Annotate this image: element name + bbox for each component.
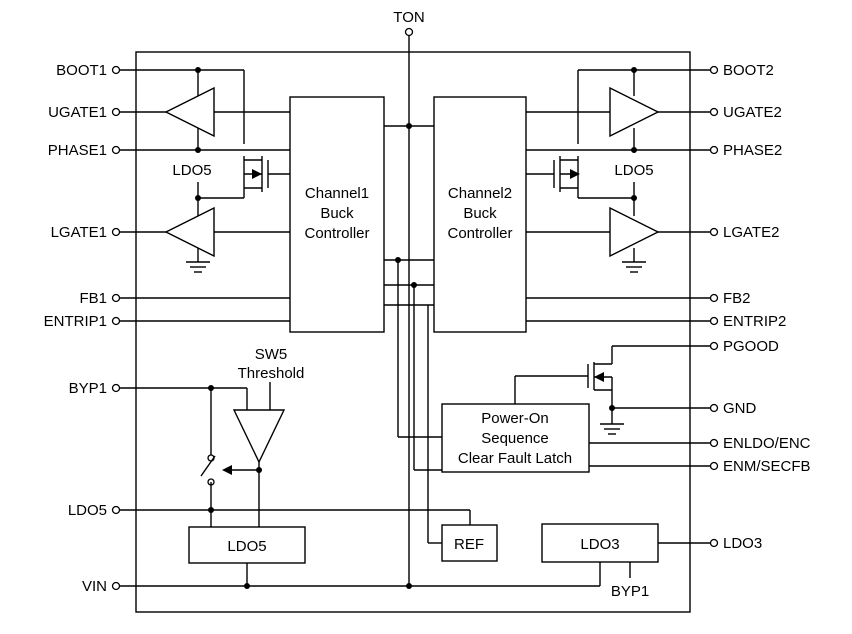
pin-boot1-label: BOOT1 bbox=[56, 62, 107, 79]
byp1-bottom-label: BYP1 bbox=[611, 583, 649, 600]
pin-fb1: FB1 bbox=[79, 290, 290, 307]
pin-ton: TON bbox=[393, 9, 425, 52]
pin-pgood-label: PGOOD bbox=[723, 338, 779, 355]
pin-fb2: FB2 bbox=[526, 290, 751, 307]
channel1-line2: Buck bbox=[320, 205, 354, 222]
ground-icon-left bbox=[186, 261, 210, 273]
pin-ldo5-label: LDO5 bbox=[68, 502, 107, 519]
channel2-controller: Channel2 Buck Controller bbox=[433, 96, 527, 333]
pin-ldo3: LDO3 bbox=[658, 535, 762, 552]
pin-phase2: PHASE2 bbox=[526, 142, 782, 159]
pin-phase1: PHASE1 bbox=[48, 142, 290, 159]
ugate1-driver bbox=[164, 67, 290, 153]
pin-enldo-label: ENLDO/ENC bbox=[723, 435, 811, 452]
por-line1: Power-On bbox=[481, 410, 549, 427]
pin-byp1: BYP1 bbox=[69, 380, 211, 397]
pin-vin-label: VIN bbox=[82, 578, 107, 595]
lgate1-driver bbox=[164, 198, 290, 262]
pin-ugate2-label: UGATE2 bbox=[723, 104, 782, 121]
ref-label: REF bbox=[454, 536, 484, 553]
boot2-switch bbox=[526, 70, 580, 198]
pin-boot2: BOOT2 bbox=[578, 62, 774, 79]
ground-icon-pgood bbox=[600, 423, 624, 435]
pin-gnd: GND bbox=[612, 400, 757, 417]
pin-lgate2-label: LGATE2 bbox=[723, 224, 779, 241]
pin-ugate1-label: UGATE1 bbox=[48, 104, 107, 121]
sw5-comparator bbox=[200, 382, 286, 510]
pin-entrip1-label: ENTRIP1 bbox=[44, 313, 107, 330]
pin-enm-label: ENM/SECFB bbox=[723, 458, 811, 475]
power-on-sequence-block: Power-On Sequence Clear Fault Latch bbox=[441, 403, 590, 473]
lgate2-driver bbox=[526, 198, 660, 262]
ldo5-label-right: LDO5 bbox=[614, 162, 653, 179]
boot1-switch bbox=[243, 70, 290, 198]
pin-fb2-label: FB2 bbox=[723, 290, 751, 307]
pin-ldo3-label: LDO3 bbox=[723, 535, 762, 552]
pin-lgate1-label: LGATE1 bbox=[51, 224, 107, 241]
pin-lgate2: LGATE2 bbox=[658, 224, 779, 241]
ldo5-block-label: LDO5 bbox=[227, 538, 266, 555]
ref-block: REF bbox=[441, 510, 498, 562]
pgood-mosfet bbox=[514, 346, 615, 424]
pin-phase2-label: PHASE2 bbox=[723, 142, 782, 159]
ldo5-label-left: LDO5 bbox=[172, 162, 211, 179]
ldo3-block: LDO3 bbox=[541, 523, 659, 586]
pin-lgate1: LGATE1 bbox=[51, 224, 166, 241]
sw5-label-line2: Threshold bbox=[238, 365, 305, 382]
channel2-line1: Channel2 bbox=[448, 185, 512, 202]
pin-fb1-label: FB1 bbox=[79, 290, 107, 307]
pin-vin: VIN bbox=[82, 578, 600, 595]
pin-byp1-label: BYP1 bbox=[69, 380, 107, 397]
pin-entrip2: ENTRIP2 bbox=[526, 313, 786, 330]
channel1-controller: Channel1 Buck Controller bbox=[289, 96, 385, 333]
pin-entrip2-label: ENTRIP2 bbox=[723, 313, 786, 330]
pin-gnd-label: GND bbox=[723, 400, 757, 417]
por-line2: Sequence bbox=[481, 430, 549, 447]
pin-boot1: BOOT1 bbox=[56, 62, 244, 79]
pin-boot2-label: BOOT2 bbox=[723, 62, 774, 79]
pin-ugate1: UGATE1 bbox=[48, 104, 166, 121]
pin-entrip1: ENTRIP1 bbox=[44, 313, 290, 330]
pin-enldo: ENLDO/ENC bbox=[589, 435, 811, 452]
channel1-line3: Controller bbox=[304, 225, 369, 242]
ground-icon-right bbox=[622, 261, 646, 273]
ugate2-driver bbox=[526, 67, 660, 153]
channel2-line2: Buck bbox=[463, 205, 497, 222]
pin-ldo5: LDO5 bbox=[68, 502, 470, 519]
ldo3-block-label: LDO3 bbox=[580, 536, 619, 553]
pin-ton-label: TON bbox=[393, 9, 424, 26]
channel1-line1: Channel1 bbox=[305, 185, 369, 202]
channel2-line3: Controller bbox=[447, 225, 512, 242]
chip-outline bbox=[135, 51, 691, 613]
sw5-label-line1: SW5 bbox=[255, 346, 288, 363]
pin-pgood: PGOOD bbox=[612, 338, 779, 355]
por-line3: Clear Fault Latch bbox=[458, 450, 572, 467]
pin-ugate2: UGATE2 bbox=[658, 104, 782, 121]
pin-phase1-label: PHASE1 bbox=[48, 142, 107, 159]
ldo5-block: LDO5 bbox=[188, 462, 306, 589]
pin-enm: ENM/SECFB bbox=[589, 458, 811, 475]
